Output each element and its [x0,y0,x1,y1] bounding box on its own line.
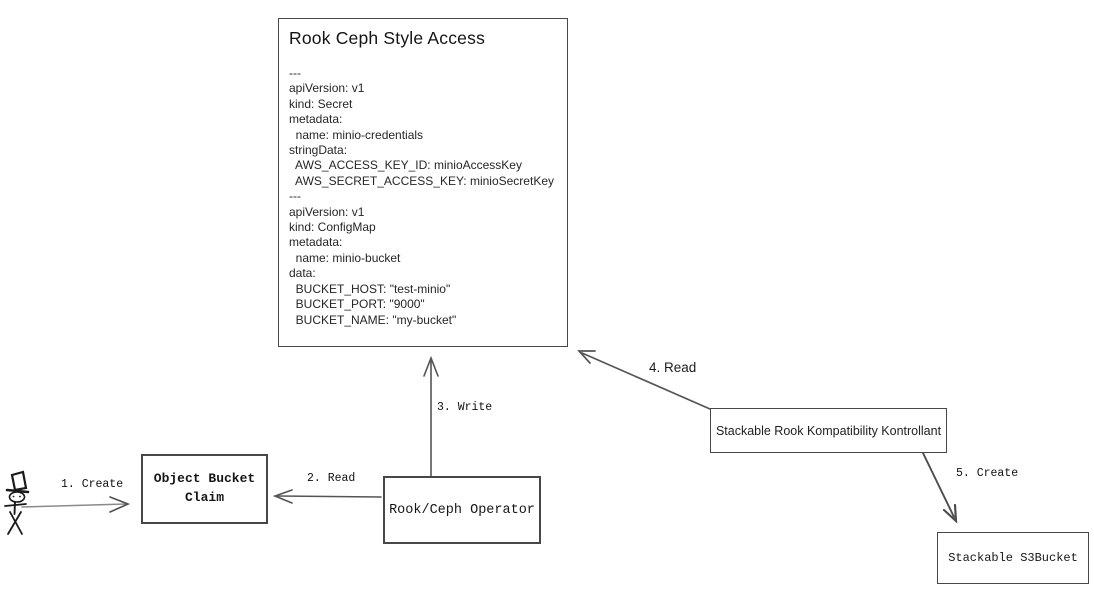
edge-label-5-create: 5. Create [956,467,1019,480]
arrow-5-head [942,503,958,524]
arrow-1-create [21,496,131,513]
arrow-2-shaft [277,495,382,498]
rook-ceph-style-access-yaml: --- apiVersion: v1 kind: Secret metadata… [289,66,554,327]
edge-label-2-read: 2. Read [307,472,356,485]
stick-figure-leg [9,511,23,535]
stick-figure-eye [19,495,21,498]
edge-label-4-read: 4. Read [649,360,697,375]
arrow-4-shaft [581,352,711,410]
arrow-4-head [577,350,596,364]
node-object-bucket-claim: Object Bucket Claim [141,454,268,524]
node-stackable-rook-kompatibility-kontrollant: Stackable Rook Kompatibility Kontrollant [710,408,947,453]
arrow-1-head [109,496,131,513]
arrow-5-shaft [922,452,955,518]
rook-ceph-operator-label: Rook/Ceph Operator [389,502,535,518]
node-rook-ceph-operator: Rook/Ceph Operator [383,476,541,544]
stick-figure-hat-brim [5,488,30,494]
object-bucket-claim-label: Object Bucket Claim [153,471,256,505]
arrow-3-head [423,355,439,377]
edge-label-3-write: 3. Write [437,401,493,414]
stick-figure-top-hat-icon [4,470,30,535]
arrow-2-read [272,489,382,504]
node-stackable-s3bucket: Stackable S3Bucket [937,532,1089,584]
stick-figure-hat [10,470,28,492]
stackable-rook-kompatibility-kontrollant-label: Stackable Rook Kompatibility Kontrollant [715,423,942,438]
arrow-3-write [423,355,439,477]
stick-figure-head [8,491,26,503]
edge-label-1-create: 1. Create [61,478,124,491]
stick-figure-body [13,501,16,515]
stick-figure-eye [12,495,15,498]
node-rook-ceph-style-access: Rook Ceph Style Access --- apiVersion: v… [278,18,568,347]
stick-figure-leg [7,511,22,535]
stackable-s3bucket-label: Stackable S3Bucket [948,551,1078,565]
arrow-1-shaft [21,503,127,508]
rook-ceph-style-access-title: Rook Ceph Style Access [289,28,486,48]
arrow-4-read [577,350,711,410]
arrow-5-create [922,452,958,524]
arrow-2-head [272,489,293,504]
